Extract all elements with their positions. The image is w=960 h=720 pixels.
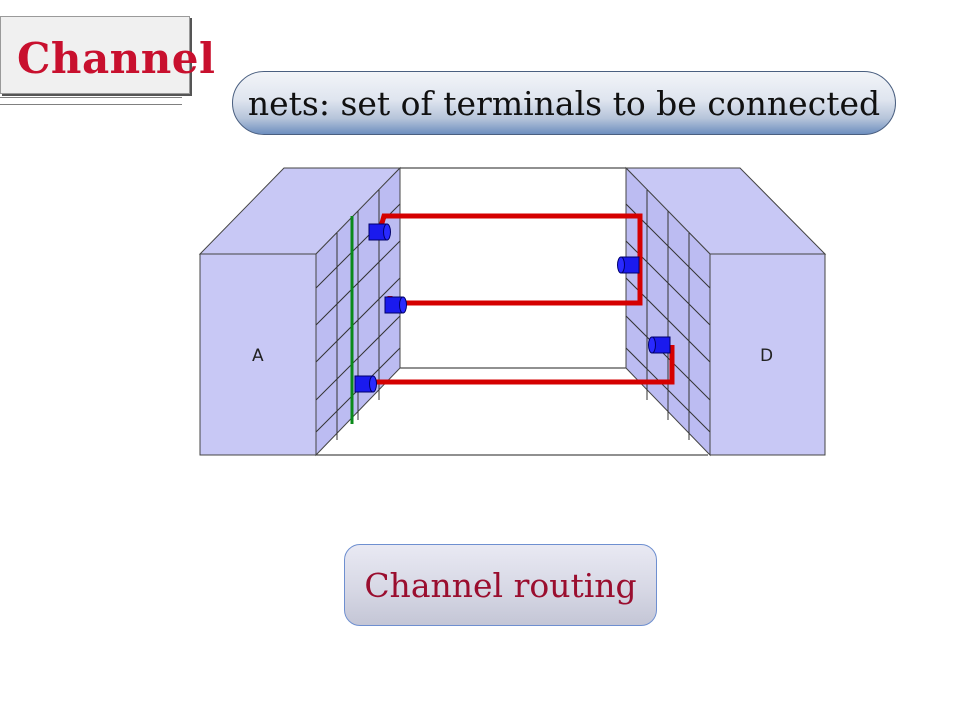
- block-d-label: D: [760, 346, 773, 366]
- title-underline-secondary: [0, 104, 182, 105]
- title-box: [0, 16, 190, 94]
- block-a: [198, 166, 402, 457]
- pin-1: [368, 223, 391, 241]
- pin-3: [354, 375, 377, 393]
- caption-text: Channel routing: [364, 565, 637, 605]
- subtitle-text: nets: set of terminals to be connected: [247, 83, 881, 123]
- subtitle-banner: nets: set of terminals to be connected: [232, 71, 896, 135]
- slide-title: Channel: [17, 34, 216, 83]
- block-d: [624, 166, 827, 457]
- pin-5: [648, 336, 671, 354]
- block-a-front-face: [199, 253, 317, 456]
- block-d-front-face: [709, 253, 826, 456]
- caption-box: Channel routing: [344, 544, 657, 626]
- pin-2: [384, 296, 407, 314]
- channel-floor: [316, 167, 708, 456]
- block-a-label: A: [252, 346, 264, 366]
- net-1: [377, 213, 643, 306]
- pin-4: [617, 256, 640, 274]
- title-underline: [0, 97, 182, 98]
- pins: [354, 223, 671, 393]
